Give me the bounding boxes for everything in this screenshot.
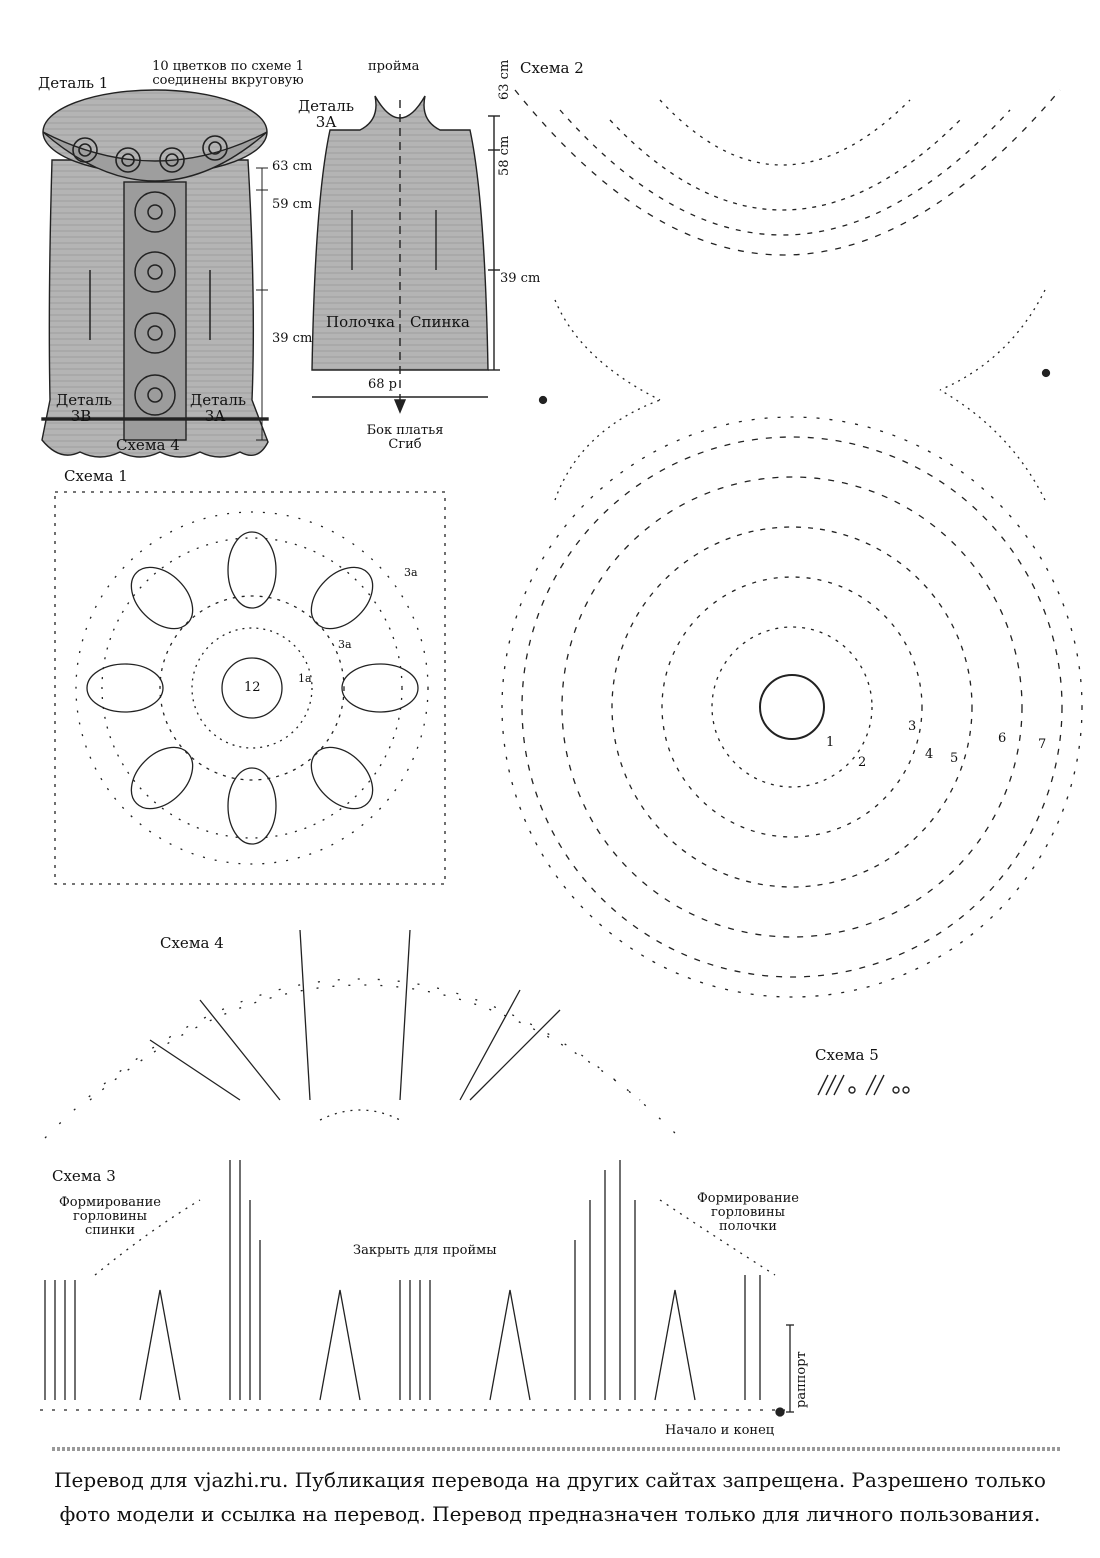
scheme5-symbols bbox=[817, 1074, 910, 1096]
scheme3-close-armhole-label: Закрыть для проймы bbox=[353, 1243, 497, 1258]
detail3a-side-label: Бок платья Сгиб bbox=[366, 423, 444, 452]
scheme2-row-3: 3 bbox=[908, 719, 917, 734]
detail3a-back-label: Спинка bbox=[410, 313, 470, 331]
scheme1-motif bbox=[54, 491, 446, 885]
scheme5-title: Схема 5 bbox=[815, 1046, 879, 1064]
detail3a-dim-58: 58 cm bbox=[497, 135, 512, 176]
scheme2-row-6: 6 bbox=[998, 731, 1007, 746]
scheme2-row-2: 2 bbox=[858, 755, 867, 770]
scheme3-chart bbox=[40, 1160, 794, 1417]
scheme1-title: Схема 1 bbox=[64, 467, 128, 485]
scheme2-row-5: 5 bbox=[950, 751, 959, 766]
scheme2-title: Схема 2 bbox=[520, 59, 584, 77]
scheme2-row-1: 1 bbox=[826, 735, 835, 750]
detail3a-dim-39: 39 cm bbox=[500, 271, 541, 286]
detail1-part-3b: Деталь 3B bbox=[56, 391, 113, 425]
scheme2-side-chains bbox=[538, 289, 1051, 501]
detail3a-armhole-label: пройма bbox=[368, 59, 420, 74]
scheme1-mark-3a: 3a bbox=[338, 638, 352, 651]
scheme4-fan bbox=[44, 929, 681, 1139]
detail3a-front-label: Полочка bbox=[326, 313, 395, 331]
scheme1-mark-1a: 1a bbox=[298, 672, 312, 685]
detail1-motif-circles bbox=[72, 135, 228, 173]
detail1-part-3a: Деталь 3A bbox=[190, 391, 247, 425]
footer-divider bbox=[52, 1447, 1060, 1451]
detail1-dim-63: 63 cm bbox=[272, 159, 313, 174]
detail1-note: 10 цветков по схеме 1 соединены вкругову… bbox=[152, 59, 304, 88]
footer-line-2: фото модели и ссылка на перевод. Перевод… bbox=[59, 1502, 1041, 1526]
detail3a-panel-sketch bbox=[311, 95, 500, 414]
scheme2-row-4: 4 bbox=[925, 747, 934, 762]
scheme1-center-number: 12 bbox=[244, 680, 261, 695]
detail3a-dim-63: 63 cm bbox=[497, 59, 512, 100]
detail1-dimension-lines bbox=[256, 167, 268, 441]
scheme4-title: Схема 4 bbox=[160, 934, 224, 952]
scheme2-main-circle bbox=[501, 416, 1083, 998]
scheme3-neck-back-label: Формирование горловины спинки bbox=[59, 1195, 161, 1238]
scheme3-start-end-label: Начало и конец bbox=[665, 1423, 775, 1438]
detail1-title: Деталь 1 bbox=[38, 74, 109, 92]
scheme2-upper-fan bbox=[514, 89, 1061, 256]
scheme1-mark-3a-top: 3a bbox=[404, 566, 418, 579]
detail3a-width-label: 68 р bbox=[368, 377, 397, 392]
scheme2-row-7: 7 bbox=[1038, 737, 1047, 752]
detail1-dim-39: 39 cm bbox=[272, 331, 313, 346]
footer-line-1: Перевод для vjazhi.ru. Публикация перево… bbox=[54, 1468, 1046, 1492]
scheme3-repeat-label: раппорт bbox=[794, 1351, 809, 1408]
detail1-dim-59: 59 cm bbox=[272, 197, 313, 212]
detail3a-title: Деталь 3A bbox=[297, 97, 354, 131]
detail1-flower-strip bbox=[89, 191, 211, 416]
scheme3-neck-front-label: Формирование горловины полочки bbox=[697, 1191, 799, 1234]
detail1-scheme4-label: Схема 4 bbox=[116, 436, 180, 454]
scheme3-title: Схема 3 bbox=[52, 1167, 116, 1185]
